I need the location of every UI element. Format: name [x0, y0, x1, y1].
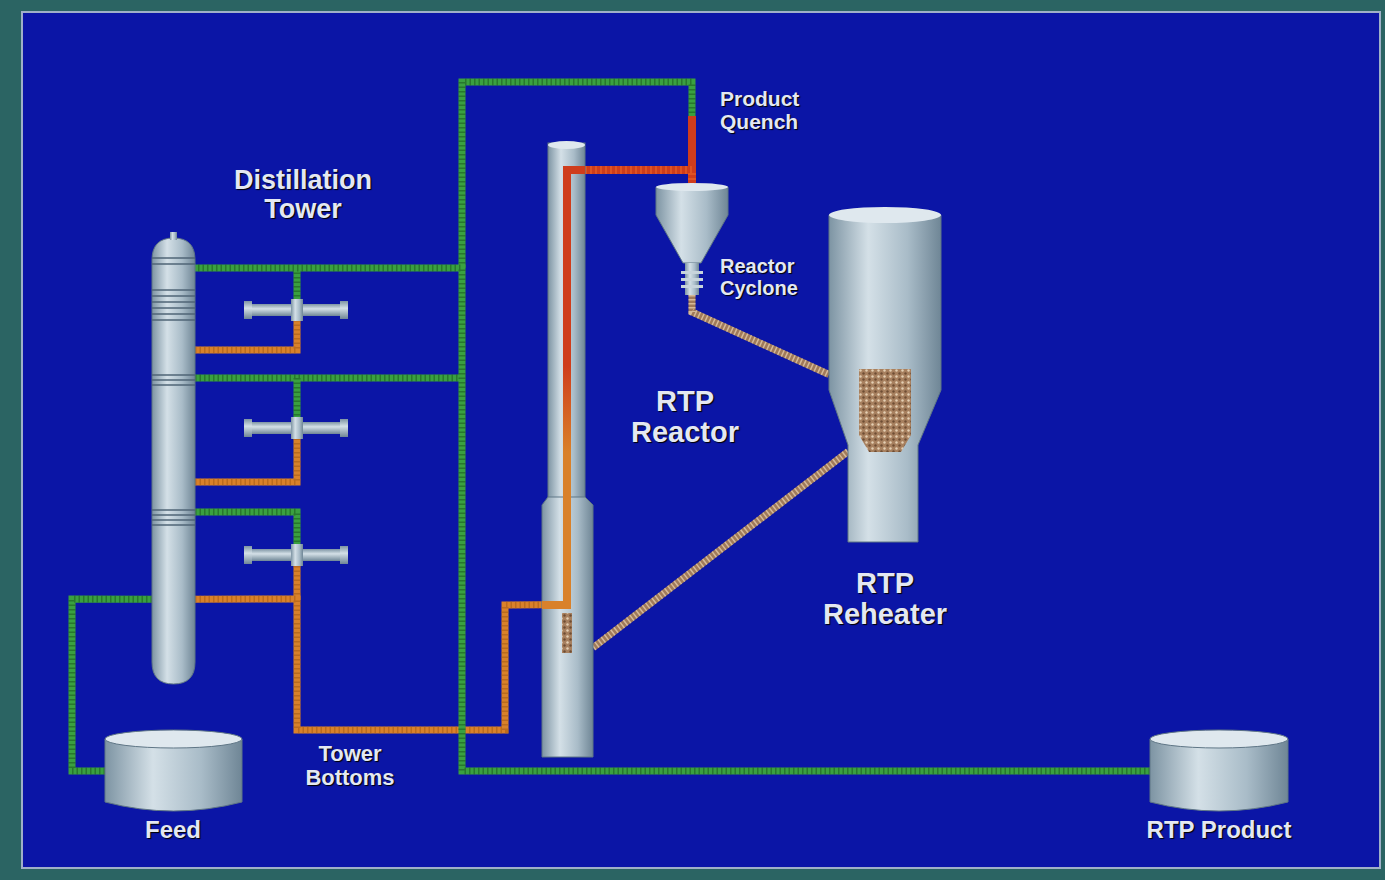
- equipment-label: RTP Reactor: [605, 386, 765, 449]
- equipment-outline: [829, 207, 941, 542]
- stream-texture: [195, 599, 542, 730]
- reheater-shape: [829, 207, 941, 542]
- stream-label: Tower Bottoms: [280, 742, 420, 790]
- equipment-outline: [152, 238, 195, 684]
- product-tank: RTP Product: [1150, 730, 1288, 812]
- stream-line: [195, 268, 1150, 771]
- heat-exchangers: [244, 299, 348, 566]
- process-stream: [195, 268, 1150, 771]
- stream-line: [585, 170, 692, 183]
- stream-texture: [593, 452, 848, 648]
- stream-line: [593, 452, 848, 648]
- tank-shape: [1150, 730, 1288, 811]
- feed-tank: Feed: [105, 730, 242, 812]
- utility-lines: [195, 82, 692, 600]
- process-stream: [585, 170, 692, 183]
- equipment-label: Reactor Cyclone: [720, 256, 840, 299]
- reheater-vessel: RTP Reheater: [829, 207, 941, 542]
- stream-texture: [585, 170, 692, 183]
- process-stream: [593, 452, 848, 648]
- cyclone-shape: [656, 183, 728, 295]
- stream-line: [195, 599, 542, 730]
- tower-shape: [152, 232, 195, 684]
- stream-label: Product Quench: [720, 88, 850, 133]
- stream-texture: [692, 295, 829, 375]
- reactor-cyclone: Reactor Cyclone: [656, 183, 728, 295]
- equipment-label: RTP Product: [1139, 817, 1299, 843]
- equipment-label: RTP Reheater: [800, 568, 970, 631]
- process-stream: [692, 295, 829, 375]
- reactor-shape: [542, 141, 593, 757]
- process-stream: [195, 599, 542, 730]
- equipment-outline: [1150, 730, 1288, 812]
- tank-shape: [105, 730, 242, 811]
- distillation-tower: Distillation Tower: [152, 238, 195, 684]
- equipment-label: Distillation Tower: [208, 166, 398, 224]
- stream-line: [692, 295, 829, 375]
- equipment-outline: [105, 730, 242, 812]
- riser-reactor: RTP Reactor: [542, 143, 593, 757]
- equipment-outline: [542, 143, 593, 757]
- stream-texture: [195, 268, 1150, 771]
- equipment-outline: [656, 183, 728, 295]
- panel: [22, 12, 1380, 868]
- equipment-label: Feed: [113, 817, 233, 843]
